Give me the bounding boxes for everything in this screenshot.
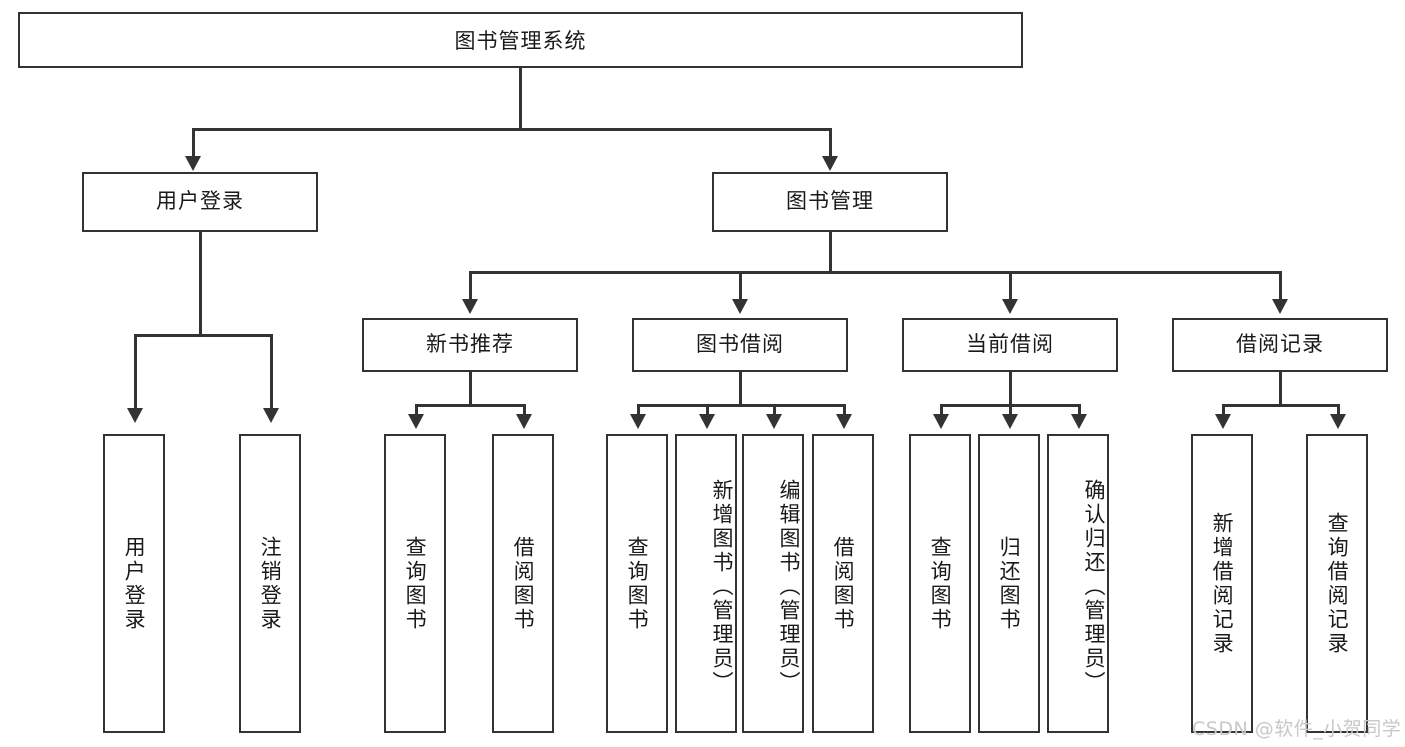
connector-borrowrecord-bus — [1222, 404, 1339, 407]
leaf-label: 编辑图书（管理员） — [777, 478, 801, 695]
connector-bookborrow-to-leaf3 — [773, 404, 776, 416]
connector-root-to-userlogin — [192, 128, 195, 158]
connector-bookborrow-to-leaf2 — [706, 404, 709, 416]
node-label: 当前借阅 — [966, 332, 1054, 357]
leaf-label: 查询图书 — [928, 535, 953, 632]
connector-borrowrecord-to-leaf2 — [1337, 404, 1340, 416]
arrow-borrowrecord-to-leaf2 — [1330, 414, 1346, 429]
leaf-borrowrecord-add-record[interactable]: 新增借阅记录 — [1191, 434, 1253, 733]
leaf-bookborrow-query-book[interactable]: 查询图书 — [606, 434, 668, 733]
arrow-userlogin-to-leaf1 — [127, 408, 143, 423]
node-new-book-recommend[interactable]: 新书推荐 — [362, 318, 578, 372]
leaf-label: 新增借阅记录 — [1210, 511, 1235, 656]
arrow-currentborrow-to-leaf3 — [1071, 414, 1087, 429]
connector-bookborrow-stem — [739, 372, 742, 406]
arrow-bookborrow-to-leaf3 — [766, 414, 782, 429]
node-book-management[interactable]: 图书管理 — [712, 172, 948, 232]
node-label: 用户登录 — [156, 189, 244, 214]
connector-bookmgmt-to-current — [1009, 271, 1012, 301]
connector-userlogin-to-leaf2 — [270, 334, 273, 410]
connector-newbook-to-leaf2 — [523, 404, 526, 416]
arrow-bookmgmt-to-newbook — [462, 299, 478, 314]
node-user-login[interactable]: 用户登录 — [82, 172, 318, 232]
leaf-label: 用户登录 — [122, 535, 147, 632]
node-label: 借阅记录 — [1236, 332, 1324, 357]
connector-bookborrow-bus — [637, 404, 845, 407]
arrow-root-to-userlogin — [185, 156, 201, 171]
node-root-system[interactable]: 图书管理系统 — [18, 12, 1023, 68]
connector-currentborrow-stem — [1009, 372, 1012, 406]
connector-userlogin-stem — [199, 232, 202, 336]
node-label: 新书推荐 — [426, 332, 514, 357]
node-book-borrow[interactable]: 图书借阅 — [632, 318, 848, 372]
leaf-currentborrow-confirm-return[interactable]: 确认归还（管理员） — [1047, 434, 1109, 733]
connector-bookborrow-to-leaf1 — [637, 404, 640, 416]
arrow-bookmgmt-to-current — [1002, 299, 1018, 314]
leaf-borrowrecord-query-record[interactable]: 查询借阅记录 — [1306, 434, 1368, 733]
node-label: 图书管理系统 — [454, 29, 587, 53]
watermark-text: CSDN @软件_小贺同学 — [1192, 718, 1402, 740]
leaf-label: 借阅图书 — [831, 535, 856, 632]
arrow-newbook-to-leaf1 — [408, 414, 424, 429]
connector-root-stem — [519, 68, 522, 130]
connector-bookmgmt-to-newbook — [469, 271, 472, 301]
leaf-bookborrow-borrow-book[interactable]: 借阅图书 — [812, 434, 874, 733]
arrow-borrowrecord-to-leaf1 — [1215, 414, 1231, 429]
leaf-label: 查询图书 — [403, 535, 428, 632]
arrow-root-to-bookmgmt — [822, 156, 838, 171]
leaf-label: 查询图书 — [625, 535, 650, 632]
leaf-bookborrow-edit-book[interactable]: 编辑图书（管理员） — [742, 434, 804, 733]
leaf-user-logout[interactable]: 注销登录 — [239, 434, 301, 733]
node-borrow-record[interactable]: 借阅记录 — [1172, 318, 1388, 372]
connector-newbook-to-leaf1 — [415, 404, 418, 416]
connector-root-to-bookmgmt — [829, 128, 832, 158]
node-label: 图书借阅 — [696, 332, 784, 357]
connector-bookmgmt-bus — [469, 271, 1280, 274]
leaf-newbook-borrow-book[interactable]: 借阅图书 — [492, 434, 554, 733]
node-label: 图书管理 — [786, 189, 874, 214]
connector-bookmgmt-stem — [829, 232, 832, 274]
leaf-label: 注销登录 — [258, 535, 283, 632]
connector-borrowrecord-to-leaf1 — [1222, 404, 1225, 416]
leaf-label: 新增图书（管理员） — [710, 478, 734, 695]
arrow-bookmgmt-to-record — [1272, 299, 1288, 314]
connector-newbook-stem — [469, 372, 472, 406]
leaf-currentborrow-return-book[interactable]: 归还图书 — [978, 434, 1040, 733]
connector-currentborrow-to-leaf3 — [1078, 404, 1081, 416]
leaf-label: 归还图书 — [997, 535, 1022, 632]
leaf-newbook-query-book[interactable]: 查询图书 — [384, 434, 446, 733]
arrow-bookborrow-to-leaf2 — [699, 414, 715, 429]
arrow-currentborrow-to-leaf2 — [1002, 414, 1018, 429]
leaf-currentborrow-query-book[interactable]: 查询图书 — [909, 434, 971, 733]
arrow-newbook-to-leaf2 — [516, 414, 532, 429]
connector-bookmgmt-to-record — [1279, 271, 1282, 301]
connector-userlogin-to-leaf1 — [134, 334, 137, 410]
leaf-label: 借阅图书 — [511, 535, 536, 632]
connector-borrowrecord-stem — [1279, 372, 1282, 406]
connector-bookmgmt-to-borrow — [739, 271, 742, 301]
leaf-user-login[interactable]: 用户登录 — [103, 434, 165, 733]
arrow-bookborrow-to-leaf1 — [630, 414, 646, 429]
connector-root-bus — [192, 128, 832, 131]
leaf-bookborrow-add-book[interactable]: 新增图书（管理员） — [675, 434, 737, 733]
connector-bookborrow-to-leaf4 — [843, 404, 846, 416]
connector-currentborrow-to-leaf1 — [940, 404, 943, 416]
connector-newbook-bus — [415, 404, 525, 407]
leaf-label: 确认归还（管理员） — [1082, 478, 1106, 695]
arrow-bookmgmt-to-borrow — [732, 299, 748, 314]
leaf-label: 查询借阅记录 — [1325, 511, 1350, 656]
arrow-bookborrow-to-leaf4 — [836, 414, 852, 429]
arrow-currentborrow-to-leaf1 — [933, 414, 949, 429]
connector-userlogin-bus — [134, 334, 272, 337]
connector-currentborrow-to-leaf2 — [1009, 404, 1012, 416]
arrow-userlogin-to-leaf2 — [263, 408, 279, 423]
node-current-borrow[interactable]: 当前借阅 — [902, 318, 1118, 372]
